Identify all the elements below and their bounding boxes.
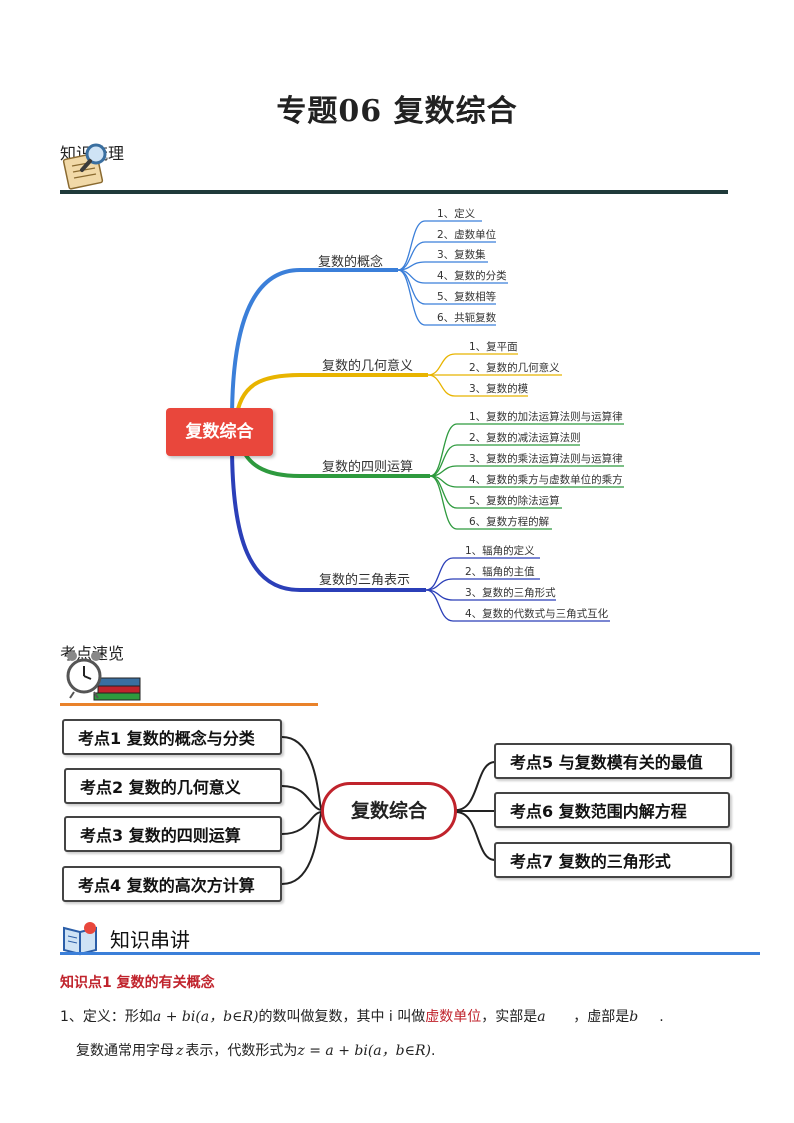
text-span: ，实部是 (481, 1009, 538, 1025)
section-underline (60, 703, 318, 706)
text-span: . (430, 1043, 436, 1059)
paragraph-definition: 1、定义：形如a + bi(a，b∈R)的数叫做复数，其中 i 叫做虚数单位，实… (60, 1006, 664, 1026)
mindmap-leaf: 5、复数相等 (437, 291, 497, 303)
open-book-icon (63, 922, 97, 956)
section-divider (60, 190, 728, 194)
kaodian-item-2: 考点2 复数的几何意义 (64, 768, 282, 804)
mindmap-leaf: 3、复数的乘法运算法则与运算律 (469, 453, 623, 465)
kaodian-item-1: 考点1 复数的概念与分类 (62, 719, 282, 755)
formula: z = a + bi(a，b∈R) (297, 1043, 431, 1059)
mindmap-leaf: 3、复数的三角形式 (465, 587, 556, 599)
mindmap-leaf: 2、复数的减法运算法则 (469, 432, 581, 444)
text-span: 复数通常用字母 (76, 1043, 174, 1059)
knowledge-point-title: 知识点1 复数的有关概念 (60, 975, 215, 991)
section-header-lecture: 知识串讲 (60, 912, 760, 962)
mindmap-leaf: 5、复数的除法运算 (469, 495, 560, 507)
notepad-magnifier-icon (62, 143, 107, 190)
section-title-lecture: 知识串讲 (110, 928, 190, 952)
formula: a + bi(a，b∈R) (152, 1009, 259, 1025)
section-header-overview: 考点速览 (60, 640, 330, 706)
mindmap-leaf: 2、辐角的主值 (465, 566, 535, 578)
mindmap-branch-label: 复数的四则运算 (322, 460, 414, 475)
mindmap-leaf: 1、复数的加法运算法则与运算律 (469, 411, 623, 423)
formula: z (176, 1043, 184, 1059)
text-span: . (659, 1009, 664, 1025)
kaodian-item-5: 考点5 与复数模有关的最值 (494, 743, 732, 779)
text-span: 表示，代数形式为 (185, 1043, 298, 1059)
kaodian-center: 复数综合 (321, 782, 457, 840)
formula: a (537, 1009, 546, 1025)
kaodian-item-3: 考点3 复数的四则运算 (64, 816, 282, 852)
text-span: ，虚部是 (573, 1009, 630, 1025)
section-underline (60, 952, 760, 955)
mindmap-branch-label: 复数的概念 (318, 255, 384, 270)
formula: b (629, 1009, 639, 1025)
mindmap-leaf: 1、辐角的定义 (465, 545, 535, 557)
mindmap-branch-label: 复数的三角表示 (319, 573, 411, 588)
mindmap-leaf: 4、复数的分类 (437, 270, 507, 282)
kaodian-item-7: 考点7 复数的三角形式 (494, 842, 732, 878)
kaodian-item-6: 考点6 复数范围内解方程 (494, 792, 730, 828)
mindmap-leaf: 2、虚数单位 (437, 229, 497, 241)
mindmap-leaf: 2、复数的几何意义 (469, 362, 560, 374)
kaodian-item-4: 考点4 复数的高次方计算 (62, 866, 282, 902)
mindmap-leaf: 3、复数的模 (469, 383, 529, 395)
mindmap-leaf: 6、复数方程的解 (469, 516, 550, 528)
mindmap-leaf: 1、定义 (437, 208, 476, 220)
mindmap-leaf: 6、共轭复数 (437, 312, 497, 324)
highlight-term: 虚数单位 (425, 1009, 482, 1025)
mindmap-root: 复数综合 (166, 408, 273, 456)
text-span: 的数叫做复数，其中 i 叫做 (258, 1009, 426, 1025)
page-title: 专题06 复数综合 (276, 94, 518, 129)
alarm-clock-books-icon (66, 651, 141, 701)
mindmap-leaf: 1、复平面 (469, 341, 518, 353)
mindmap-leaf: 3、复数集 (437, 249, 486, 261)
mindmap-leaf: 4、复数的乘方与虚数单位的乘方 (469, 474, 623, 486)
section-header-knowledge-map: 知识梳理 (60, 140, 728, 195)
text-span: 1、定义：形如 (60, 1009, 153, 1025)
mindmap-branch-label: 复数的几何意义 (322, 359, 414, 374)
mindmap-leaf: 4、复数的代数式与三角式互化 (465, 608, 609, 620)
